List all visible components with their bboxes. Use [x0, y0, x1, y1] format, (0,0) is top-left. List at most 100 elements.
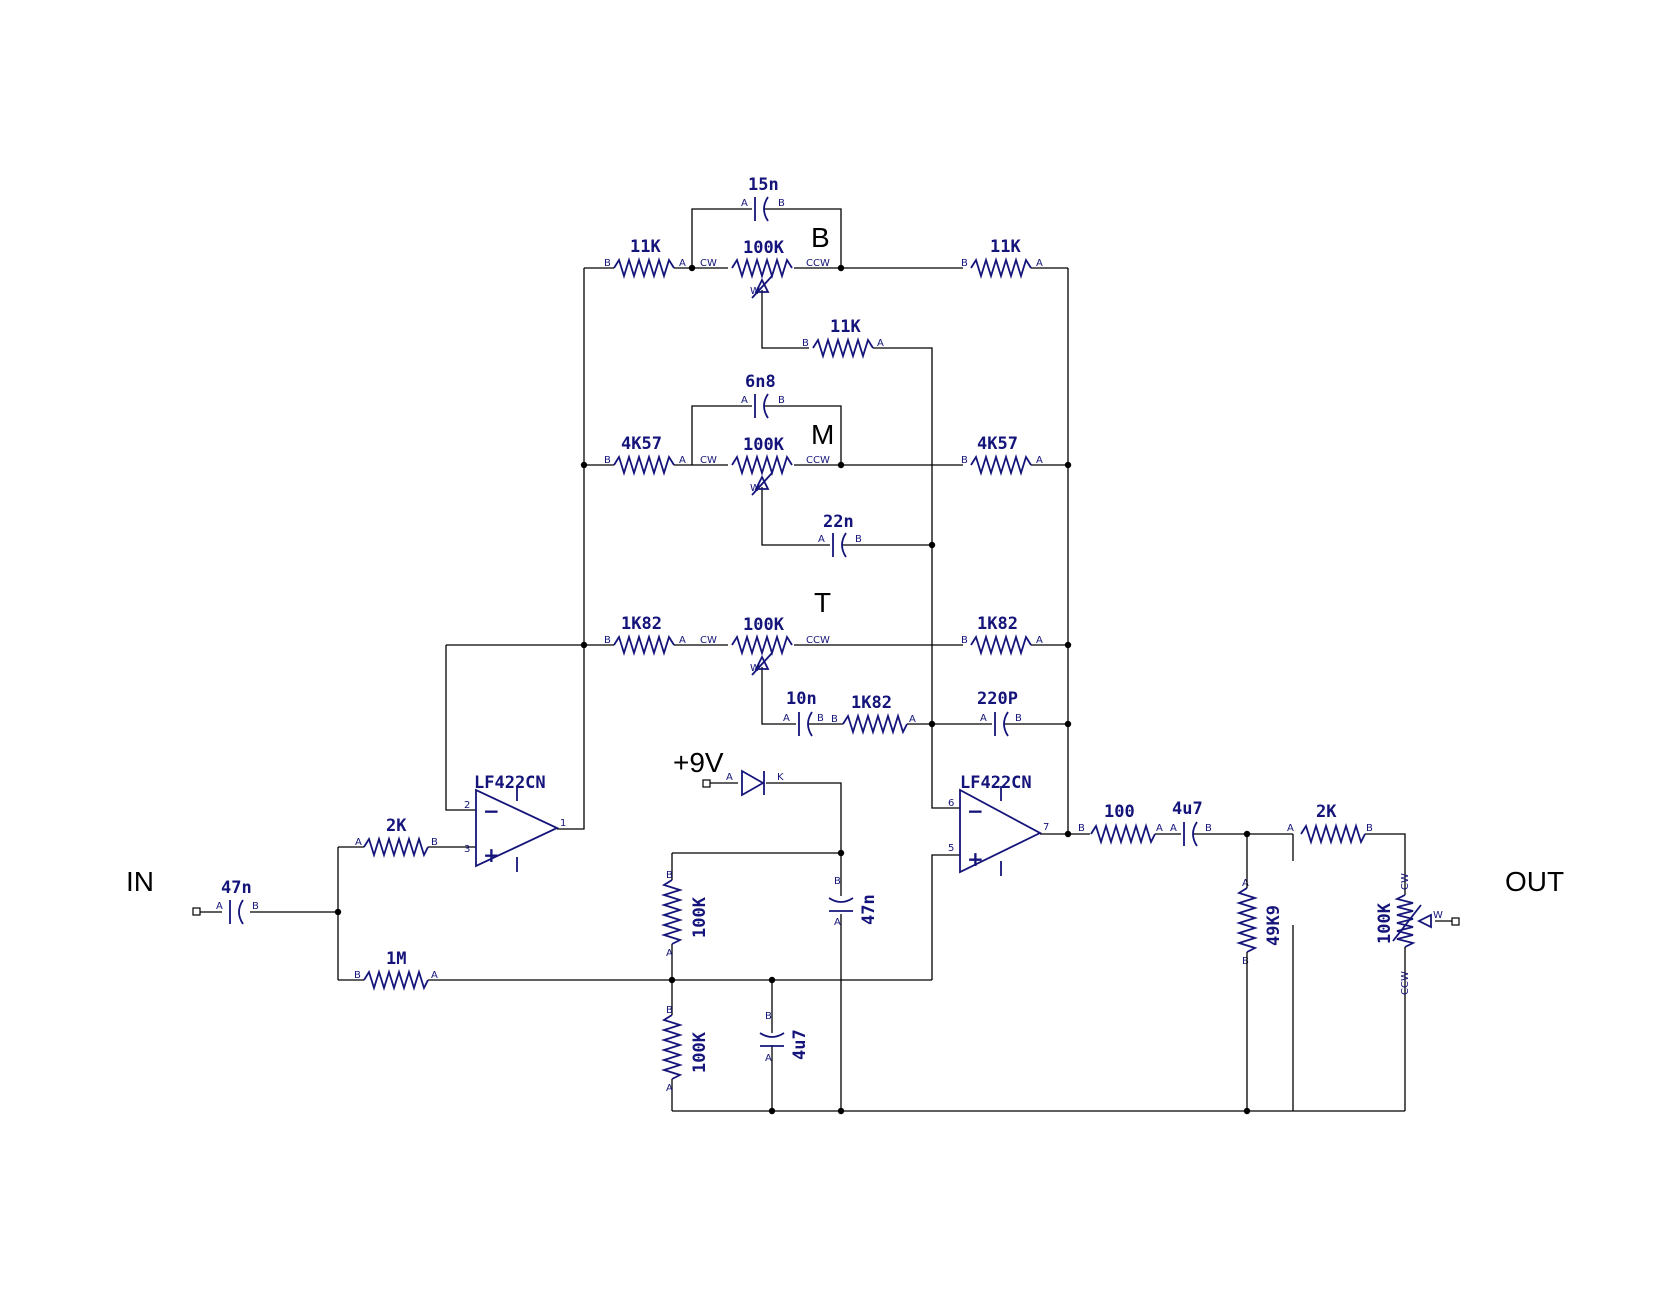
svg-text:B: B [1078, 823, 1085, 834]
supply-terminal[interactable] [702, 779, 711, 788]
resistor-treble-left: 1K82 B A [604, 614, 686, 657]
svg-text:A: A [1170, 823, 1177, 834]
treble-label: T [814, 587, 831, 618]
svg-text:1M: 1M [386, 949, 406, 969]
svg-text:B: B [831, 714, 838, 725]
svg-text:A: A [1242, 878, 1249, 889]
svg-text:11K: 11K [630, 237, 661, 257]
u1-minus-sign: − [483, 799, 500, 823]
svg-text:49K9: 49K9 [1264, 905, 1284, 946]
svg-text:A: A [355, 837, 362, 848]
svg-text:A: A [666, 1083, 673, 1094]
svg-text:B: B [1205, 823, 1212, 834]
svg-text:W: W [1433, 910, 1443, 921]
resistor-bass-left: 11K B A [604, 237, 686, 280]
svg-text:B: B [834, 876, 841, 887]
svg-text:CW: CW [700, 635, 717, 646]
resistor-bias-feed: 1M B A [354, 949, 438, 992]
resistor-mid-right: 4K57 B A [961, 434, 1043, 477]
input-terminal[interactable] [192, 907, 201, 916]
potentiometer-treble[interactable]: 100K CW CCW W [700, 615, 830, 676]
svg-text:4u7: 4u7 [1172, 799, 1203, 819]
capacitor-bass: 15n A B [741, 175, 785, 222]
svg-text:1K82: 1K82 [621, 614, 662, 634]
svg-text:B: B [961, 455, 968, 466]
resistor-treble-wiper: 1K82 B A [831, 693, 916, 736]
svg-text:11K: 11K [830, 317, 861, 337]
u2-pin-6: 6 [948, 798, 954, 809]
svg-text:B: B [1366, 823, 1373, 834]
opamp-u2: − + LF422CN 6 5 7 [948, 773, 1049, 876]
svg-text:CCW: CCW [806, 455, 830, 466]
u2-part-label: LF422CN [960, 773, 1032, 793]
svg-text:1K82: 1K82 [977, 614, 1018, 634]
resistor-out2: 2K A B [1287, 802, 1373, 846]
svg-text:B: B [855, 534, 862, 545]
capacitor-out: 4u7 A B [1170, 799, 1212, 847]
svg-text:B: B [961, 635, 968, 646]
svg-text:B: B [666, 870, 673, 881]
capacitor-input: 47n A B [216, 878, 259, 925]
capacitor-feedback: 220P A B [977, 689, 1022, 737]
resistor-divider-top: 100K B A [660, 870, 710, 959]
output-terminal[interactable] [1451, 917, 1460, 926]
u1-pin-2: 2 [464, 800, 470, 811]
u2-plus-sign: + [967, 847, 984, 871]
svg-text:A: A [679, 258, 686, 269]
svg-text:4K57: 4K57 [977, 434, 1018, 454]
svg-text:B: B [604, 455, 611, 466]
svg-text:100K: 100K [743, 238, 785, 258]
capacitor-bias: 4u7 B A [759, 1011, 810, 1064]
svg-text:A: A [726, 772, 733, 783]
mid-label: M [811, 419, 834, 450]
svg-text:47n: 47n [859, 894, 879, 925]
svg-text:A: A [741, 198, 748, 209]
svg-text:A: A [980, 713, 987, 724]
supply-label: +9V [673, 747, 724, 778]
svg-text:A: A [783, 713, 790, 724]
svg-text:100: 100 [1104, 802, 1135, 822]
svg-text:B: B [765, 1011, 772, 1022]
svg-text:A: A [818, 534, 825, 545]
svg-text:CCW: CCW [806, 635, 830, 646]
svg-text:A: A [666, 948, 673, 959]
capacitor-treble-wiper: 10n A B [783, 689, 824, 737]
svg-text:W: W [750, 663, 760, 674]
svg-text:CW: CW [700, 258, 717, 269]
u1-pin-3: 3 [464, 844, 470, 855]
svg-text:220P: 220P [977, 689, 1018, 709]
svg-text:B: B [1015, 713, 1022, 724]
svg-text:A: A [909, 714, 916, 725]
svg-text:10n: 10n [786, 689, 817, 709]
svg-text:B: B [604, 258, 611, 269]
svg-text:A: A [679, 635, 686, 646]
potentiometer-mid[interactable]: 100K CW CCW W [700, 435, 830, 496]
svg-text:B: B [604, 635, 611, 646]
input-label: IN [126, 866, 154, 897]
resistor-treble-right: 1K82 B A [961, 614, 1043, 657]
resistor-input: 2K A B [355, 816, 438, 859]
svg-text:100K: 100K [690, 896, 710, 938]
svg-text:CCW: CCW [806, 258, 830, 269]
u1-part-label: LF422CN [474, 773, 546, 793]
svg-text:CCW: CCW [1400, 971, 1411, 995]
svg-text:B: B [354, 970, 361, 981]
svg-text:B: B [817, 713, 824, 724]
svg-text:A: A [765, 1053, 772, 1064]
potentiometer-bass[interactable]: 100K CW CCW W [700, 238, 830, 299]
svg-text:B: B [252, 901, 259, 912]
potentiometer-volume[interactable]: 100K CW CCW W [1375, 846, 1443, 995]
svg-text:B: B [1242, 956, 1249, 967]
svg-text:CW: CW [1400, 873, 1411, 890]
svg-text:W: W [750, 286, 760, 297]
svg-text:A: A [431, 970, 438, 981]
diode-supply: A K [726, 769, 784, 797]
svg-text:CW: CW [700, 455, 717, 466]
svg-text:A: A [1036, 258, 1043, 269]
svg-text:A: A [679, 455, 686, 466]
svg-text:100K: 100K [690, 1031, 710, 1073]
svg-text:4u7: 4u7 [790, 1029, 810, 1060]
u1-pin-1: 1 [560, 818, 566, 829]
resistor-shunt: 49K9 A B [1235, 878, 1284, 967]
